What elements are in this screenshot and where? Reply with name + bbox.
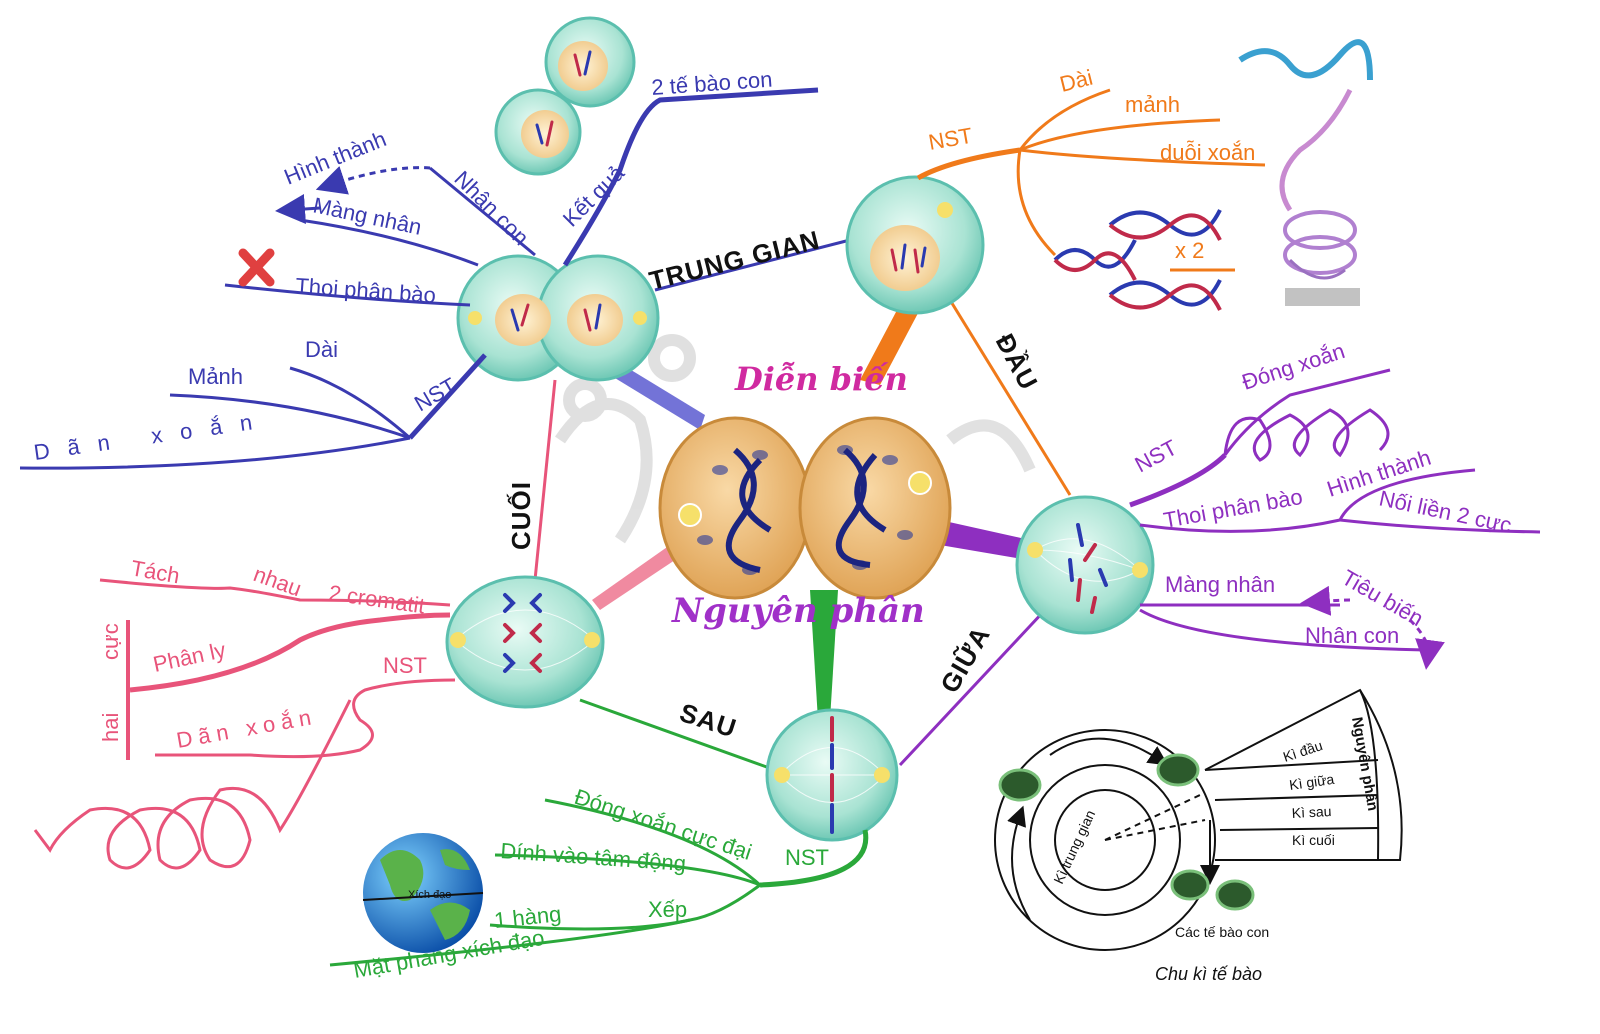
prophase-branches xyxy=(1129,368,1541,670)
label-metaphase-centromere: Dính vào tâm động xyxy=(500,838,687,876)
telophase-cell xyxy=(456,254,660,382)
label-metaphase-arrange: Xếp xyxy=(648,897,687,922)
label-anaphase-nst: NST xyxy=(383,653,427,678)
phase-label-prophase: ĐẦU xyxy=(990,329,1044,395)
daughter-cells-image xyxy=(494,16,636,176)
label-metaphase-equator: Xích đạo xyxy=(408,889,451,901)
watermark-logo xyxy=(555,334,1036,544)
cell-cycle-diagram xyxy=(994,688,1403,951)
interphase-cell xyxy=(845,175,985,315)
label-prophase-nst: NST xyxy=(1131,435,1182,478)
label-interphase-uncoiled: duỗi xoắn xyxy=(1160,140,1255,165)
label-prophase-nucleolus: Nhân con xyxy=(1305,623,1399,648)
label-interphase-long: Dài xyxy=(1057,65,1095,97)
anaphase-cell xyxy=(445,575,605,709)
cross-icon xyxy=(238,248,275,287)
label-telophase-uncoil: Dãn xoắn xyxy=(32,407,271,465)
phase-label-metaphase: GIỮA xyxy=(934,621,996,698)
label-prophase-spindle: Thoi phân bào xyxy=(1162,484,1305,533)
cycle-label-prophase: Kì đầu xyxy=(1281,737,1324,765)
dna-replication-icon xyxy=(1053,209,1222,311)
telophase-branches xyxy=(19,87,819,470)
center-title-bottom: Nguyên phân xyxy=(671,591,925,631)
center-title-top: Diễn biến xyxy=(734,360,908,398)
label-interphase-nst: NST xyxy=(927,123,975,155)
label-prophase-coil: Đóng xoắn xyxy=(1239,338,1348,395)
cycle-label-metaphase: Kì giữa xyxy=(1288,771,1335,793)
chromatin-structure-icon xyxy=(1238,39,1373,306)
center-cell xyxy=(658,416,952,600)
label-prophase-nuclear-membrane: Màng nhân xyxy=(1165,572,1275,597)
cycle-caption: Chu kì tế bào xyxy=(1155,964,1262,984)
label-metaphase-nst: NST xyxy=(785,845,829,870)
label-telophase-forming: Hình thành xyxy=(281,126,390,190)
anaphase-branches xyxy=(33,578,456,870)
label-telophase-thin: Mảnh xyxy=(188,364,243,389)
metaphase-cell xyxy=(765,708,899,842)
cycle-label-interphase: Kì trung gian xyxy=(1050,808,1098,887)
label-interphase-thin: mảnh xyxy=(1125,92,1180,117)
label-telophase-spindle: Thoi phân bào xyxy=(295,273,437,308)
phase-label-interphase: TRUNG GIAN xyxy=(646,224,823,295)
cycle-label-telophase: Kì cuối xyxy=(1292,832,1335,848)
label-anaphase-two: hai xyxy=(98,713,123,742)
interphase-branches xyxy=(916,88,1266,272)
label-anaphase-uncoil: Dãn xoắn xyxy=(175,704,319,753)
label-anaphase-poles: cực xyxy=(98,623,123,660)
label-telophase-long: Dài xyxy=(305,337,338,362)
center-connectors xyxy=(592,295,1030,720)
label-telophase-daughter-nuclei: Nhân con xyxy=(449,166,533,250)
label-anaphase-segregate: Phân ly xyxy=(151,637,228,677)
phase-label-telophase: CUỐI xyxy=(506,481,536,550)
globe-icon xyxy=(362,833,484,953)
prophase-cell xyxy=(1015,495,1155,635)
cycle-label-daughter-cells: Các tế bào con xyxy=(1175,924,1269,940)
label-interphase-times-two: x 2 xyxy=(1175,238,1204,263)
cycle-label-anaphase: Kì sau xyxy=(1291,803,1331,821)
phase-links xyxy=(533,238,1072,772)
cell-cycle-cells xyxy=(998,753,1255,911)
metaphase-branches xyxy=(329,798,869,967)
label-prophase-disappear: Tiêu biến xyxy=(1338,565,1428,631)
label-anaphase-chromatids: 2 cromatit xyxy=(327,580,426,618)
